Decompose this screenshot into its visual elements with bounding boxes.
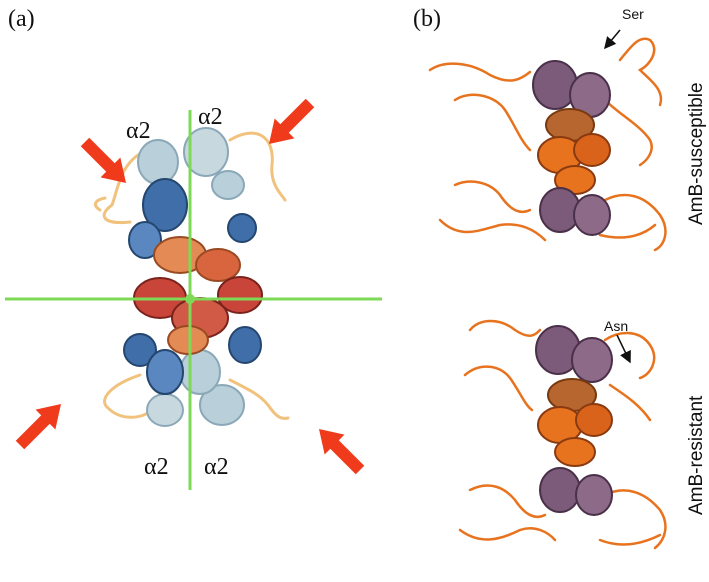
loop-regions <box>93 131 290 420</box>
upper-blue-helices <box>128 178 257 259</box>
helix-label-top-left: α2 <box>126 118 151 144</box>
arrow-top-right <box>268 98 315 145</box>
residue-label-ser: Ser <box>622 6 644 22</box>
arrow-bottom-right <box>318 428 365 475</box>
red-arrows <box>15 98 365 475</box>
arrow-bottom-left <box>15 403 62 450</box>
residue-label-asn: Asn <box>604 318 629 334</box>
asn-pointer-arrow <box>616 334 631 364</box>
panel-b-resistant-structure <box>458 319 667 550</box>
resistant-loops <box>458 319 667 550</box>
lower-blue-helices <box>123 326 262 395</box>
panel-a-protein-structure <box>5 98 382 490</box>
helix-label-bottom-left: α2 <box>144 454 169 480</box>
helix-label-bottom-right: α2 <box>204 454 229 480</box>
axis-center <box>185 294 195 304</box>
panel-b-susceptible-structure <box>428 29 667 252</box>
panel-b-label: (b) <box>413 6 441 32</box>
susceptible-helices <box>532 60 611 236</box>
susceptible-loops <box>428 37 667 252</box>
core-helices <box>133 236 263 355</box>
panel-a-label: (a) <box>8 6 35 32</box>
resistant-helices <box>535 325 613 516</box>
helix-label-top-right: α2 <box>198 104 223 130</box>
arrow-top-left <box>80 137 127 184</box>
upper-pale-helices <box>137 127 245 200</box>
ser-pointer-arrow <box>604 29 621 50</box>
structure-label-susceptible: AmB-susceptible <box>686 82 707 225</box>
structure-label-resistant: AmB-resistant <box>686 395 707 515</box>
